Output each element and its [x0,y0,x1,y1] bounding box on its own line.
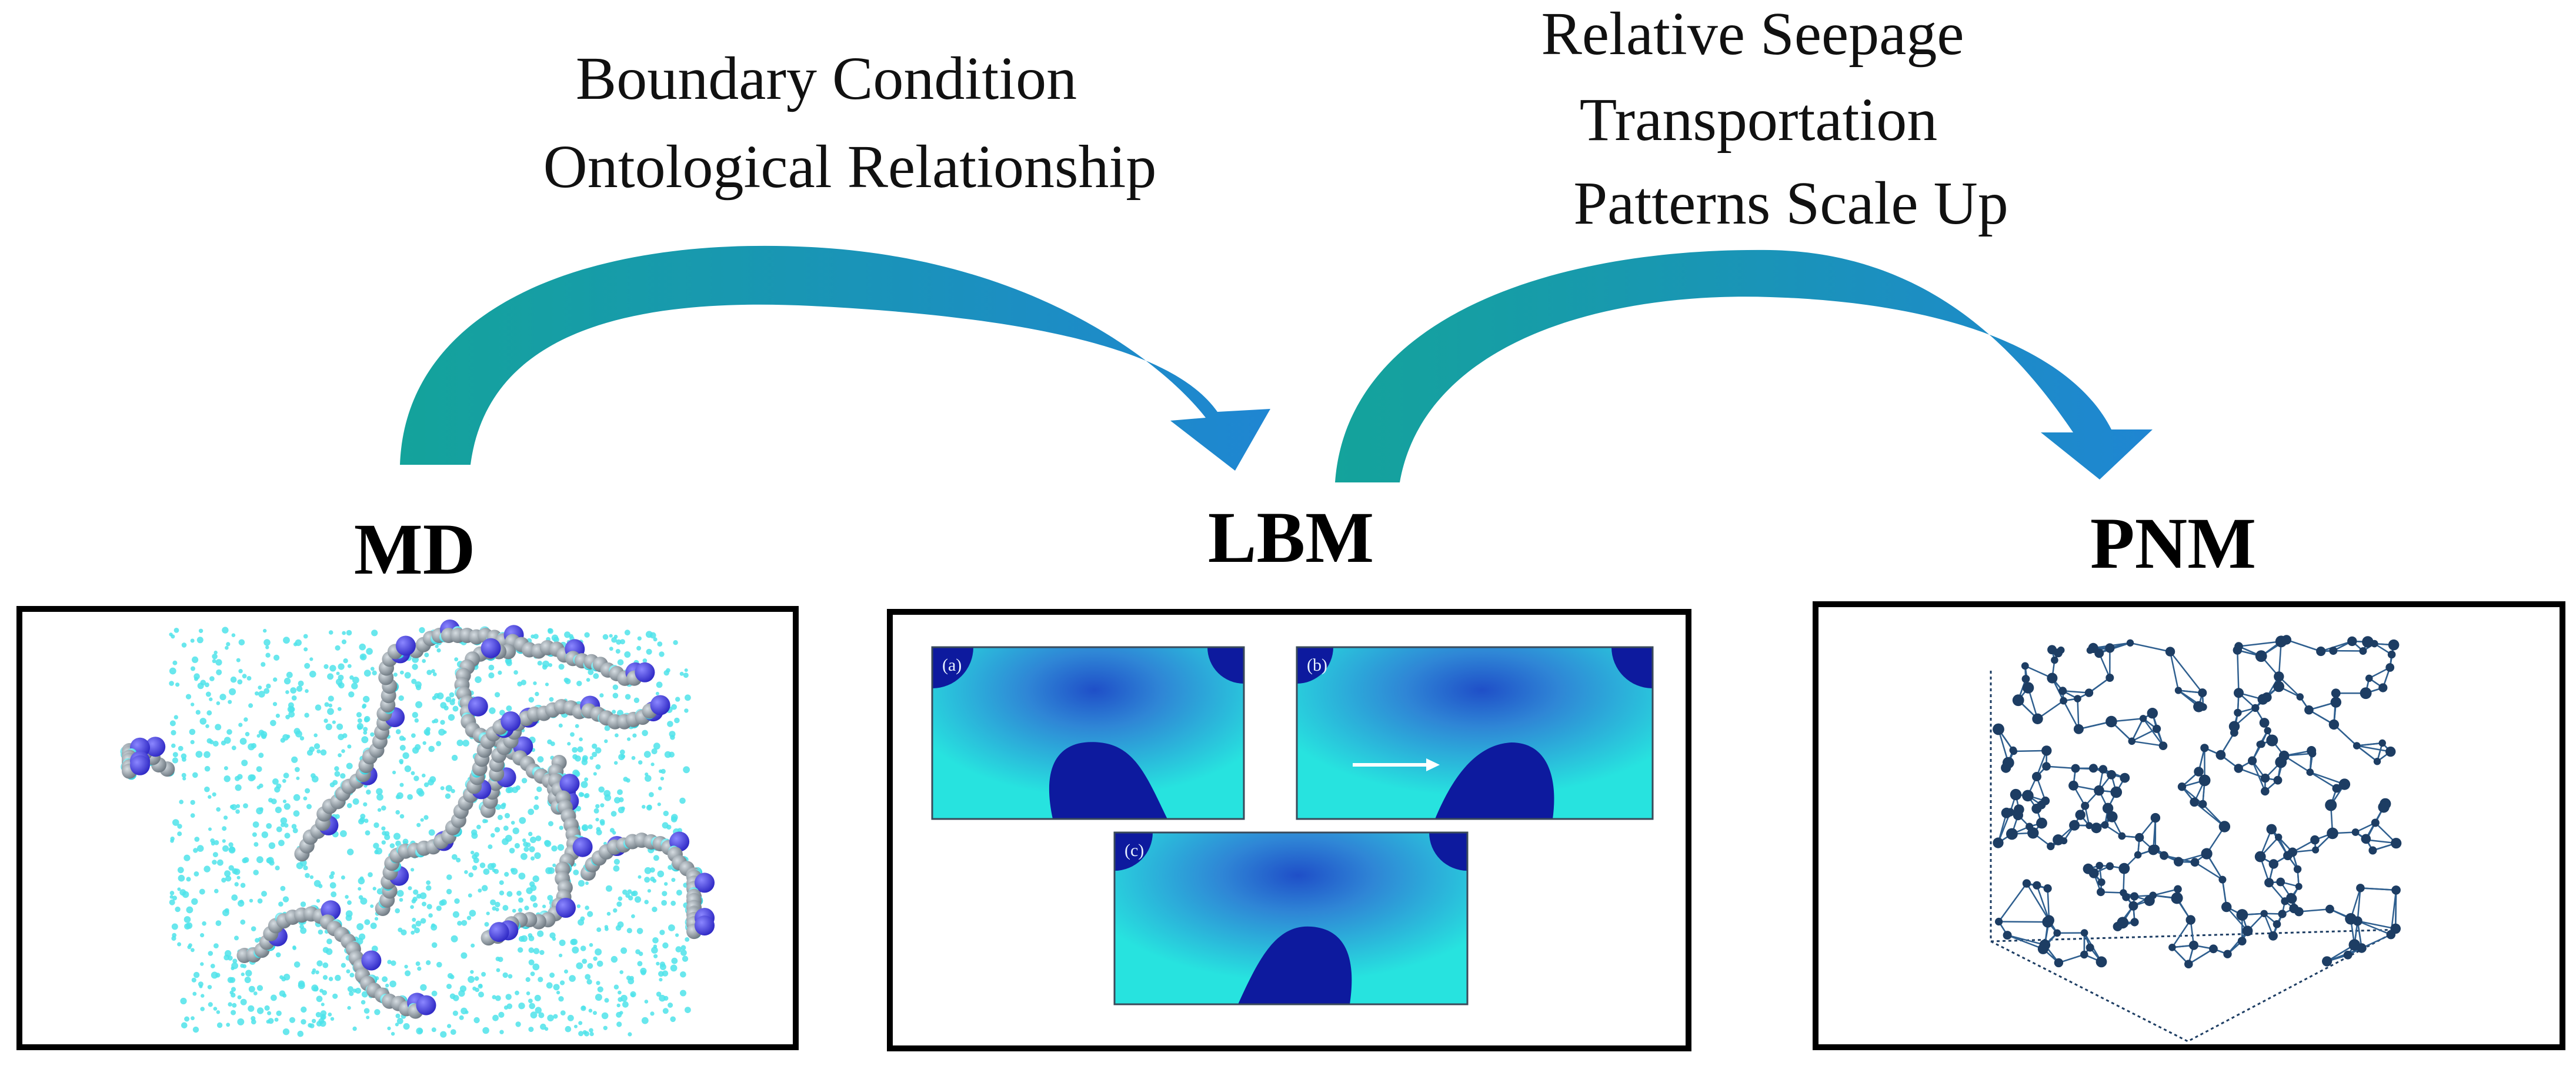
pnm-pores [1993,635,2402,968]
arrow-md-to-lbm-body [400,245,1270,471]
pnm-bounding-box [1990,671,2400,1043]
lbm-subpanel-a [932,647,1244,819]
lbm-subpanel-c-tag: (c) [1125,841,1144,860]
arrow-lbm-to-pnm-body [1335,249,2153,482]
lbm-subpanel-a-tag: (a) [942,655,962,675]
pnm-frame [1813,601,2565,1050]
stage-label-lbm: LBM [1208,497,1374,578]
lbm-subpanel-a-border [931,646,1245,820]
arrow1-label-line2: Ontological Relationship [543,133,1157,201]
arrow1-label-line1: Boundary Condition [576,45,1077,112]
arrow2-label-line1: Relative Seepage [1541,0,1964,68]
lbm-panel: (a) (b) (c) [887,609,1691,1051]
stage-label-md: MD [354,509,476,590]
arrow2-label-line2: Transportation [1580,86,1938,154]
lbm-subpanel-c-border [1113,831,1469,1005]
lbm-subpanel-b-border [1296,646,1654,820]
lbm-subpanel-b [1297,647,1653,819]
arrow2-label-line3: Patterns Scale Up [1573,169,2008,237]
md-panel [16,606,799,1050]
stage-label-pnm: PNM [2090,503,2256,584]
lbm-subpanel-c [1115,832,1467,1004]
arrow-md-to-lbm [400,245,1270,471]
md-polymer-chains [120,620,715,1019]
arrow-lbm-to-pnm [1335,249,2153,482]
lbm-subpanel-b-tag: (b) [1307,655,1327,675]
flow-arrow-head-icon [1426,758,1440,771]
pnm-panel [1813,601,2565,1050]
